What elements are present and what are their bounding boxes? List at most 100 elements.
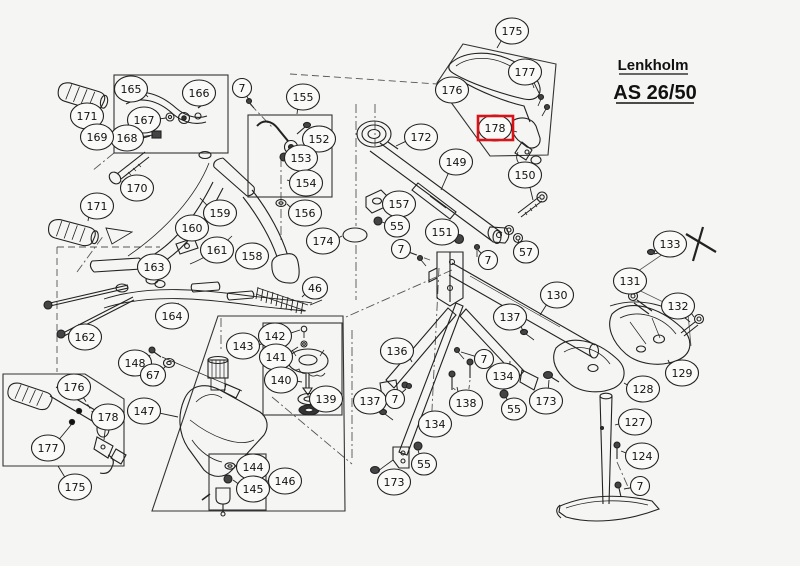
callout-bubble[interactable] — [494, 17, 530, 45]
callout-7[interactable]: 7 — [384, 388, 407, 410]
callout-168[interactable]: 168 — [109, 124, 154, 152]
callout-bubble[interactable] — [126, 397, 162, 425]
callout-bubble[interactable] — [139, 363, 167, 387]
callout-bubble[interactable] — [390, 238, 412, 260]
callout-174[interactable]: 174 — [305, 227, 343, 255]
callout-153[interactable]: 153 — [283, 144, 319, 172]
callout-152[interactable]: 152 — [301, 125, 337, 153]
callout-bubble[interactable] — [448, 389, 484, 417]
callout-bubble[interactable] — [500, 397, 528, 421]
callout-bubble[interactable] — [438, 148, 474, 176]
callout-166[interactable]: 166 — [181, 79, 217, 107]
callout-bubble[interactable] — [174, 214, 210, 242]
callout-57[interactable]: 57 — [512, 239, 540, 264]
callout-173[interactable]: 173 — [376, 468, 412, 496]
callout-176[interactable]: 176 — [434, 76, 470, 104]
callout-bubble[interactable] — [528, 387, 564, 415]
callout-177[interactable]: 177 — [507, 58, 543, 94]
callout-136[interactable]: 136 — [379, 337, 415, 365]
callout-7[interactable]: 7 — [460, 348, 495, 370]
callout-133[interactable]: 133 — [652, 230, 688, 258]
callout-157[interactable]: 157 — [381, 190, 417, 218]
callout-67[interactable]: 67 — [139, 363, 167, 387]
callout-bubble[interactable] — [305, 227, 341, 255]
callout-bubble[interactable] — [267, 467, 303, 495]
callout-bubble[interactable] — [379, 337, 415, 365]
callout-bubble[interactable] — [629, 475, 651, 497]
callout-143[interactable]: 143 — [225, 332, 263, 360]
callout-149[interactable]: 149 — [438, 148, 474, 191]
callout-137[interactable]: 137 — [352, 387, 388, 415]
callout-bubble[interactable] — [287, 199, 323, 227]
callout-159[interactable]: 159 — [199, 197, 238, 227]
callout-bubble[interactable] — [285, 83, 321, 111]
callout-bubble[interactable] — [660, 292, 696, 320]
callout-142[interactable]: 142 — [257, 322, 301, 350]
callout-bubble[interactable] — [664, 359, 700, 387]
callout-bubble[interactable] — [403, 123, 439, 151]
callout-141[interactable]: 141 — [258, 343, 299, 371]
callout-bubble[interactable] — [202, 199, 238, 227]
callout-147[interactable]: 147 — [126, 397, 179, 425]
callout-bubble[interactable] — [417, 410, 453, 438]
callout-156[interactable]: 156 — [286, 199, 323, 227]
callout-bubble[interactable] — [507, 58, 543, 86]
callout-130[interactable]: 130 — [539, 281, 575, 316]
callout-178[interactable]: 178 — [477, 114, 518, 142]
callout-bubble[interactable] — [612, 267, 648, 295]
callout-bubble[interactable] — [301, 125, 337, 153]
callout-128[interactable]: 128 — [623, 375, 661, 403]
callout-bubble[interactable] — [57, 473, 93, 501]
callout-bubble[interactable] — [235, 475, 271, 503]
callout-132[interactable]: 132 — [660, 292, 696, 320]
callout-bubble[interactable] — [384, 388, 406, 410]
callout-46[interactable]: 46 — [301, 276, 329, 300]
callout-bubble[interactable] — [113, 75, 149, 103]
callout-bubble[interactable] — [79, 192, 115, 220]
callout-bubble[interactable] — [301, 276, 329, 300]
callout-bubble[interactable] — [624, 442, 660, 470]
callout-173[interactable]: 173 — [528, 379, 564, 415]
callout-bubble[interactable] — [485, 362, 521, 390]
callout-bubble[interactable] — [652, 230, 688, 258]
callout-177[interactable]: 177 — [30, 424, 72, 462]
callout-bubble[interactable] — [79, 123, 115, 151]
callout-bubble[interactable] — [617, 408, 653, 436]
callout-bubble[interactable] — [625, 375, 661, 403]
callout-170[interactable]: 170 — [119, 174, 155, 202]
callout-161[interactable]: 161 — [199, 236, 235, 264]
callout-bubble[interactable] — [225, 332, 261, 360]
callout-bubble[interactable] — [136, 253, 172, 281]
callout-bubble[interactable] — [67, 323, 103, 351]
callout-164[interactable]: 164 — [154, 302, 190, 330]
callout-55[interactable]: 55 — [500, 396, 528, 421]
callout-162[interactable]: 162 — [67, 323, 103, 351]
callout-178[interactable]: 178 — [90, 403, 126, 441]
callout-160[interactable]: 160 — [174, 214, 210, 244]
callout-145[interactable]: 145 — [232, 475, 271, 503]
callout-139[interactable]: 139 — [308, 385, 344, 413]
callout-176[interactable]: 176 — [56, 373, 97, 419]
callout-bubble[interactable] — [424, 218, 460, 246]
callout-154[interactable]: 154 — [286, 169, 324, 197]
callout-134[interactable]: 134 — [485, 360, 521, 390]
callout-bubble[interactable] — [30, 434, 66, 462]
callout-7[interactable]: 7 — [623, 475, 651, 497]
callout-bubble[interactable] — [376, 468, 412, 496]
callout-bubble[interactable] — [492, 303, 528, 331]
callout-7[interactable]: 7 — [390, 238, 418, 260]
callout-151[interactable]: 151 — [424, 218, 460, 246]
callout-bubble[interactable] — [199, 236, 235, 264]
callout-150[interactable]: 150 — [507, 161, 543, 201]
callout-bubble[interactable] — [263, 366, 299, 394]
callout-165[interactable]: 165 — [113, 75, 149, 103]
highlighted-part-box[interactable] — [476, 114, 515, 142]
callout-163[interactable]: 163 — [136, 253, 172, 281]
callout-bubble[interactable] — [473, 348, 495, 370]
callout-138[interactable]: 138 — [448, 386, 484, 417]
callout-bubble[interactable] — [90, 403, 126, 431]
callout-bubble[interactable] — [477, 249, 499, 271]
callout-bubble[interactable] — [154, 302, 190, 330]
callout-129[interactable]: 129 — [664, 359, 700, 387]
callout-bubble[interactable] — [56, 373, 92, 401]
